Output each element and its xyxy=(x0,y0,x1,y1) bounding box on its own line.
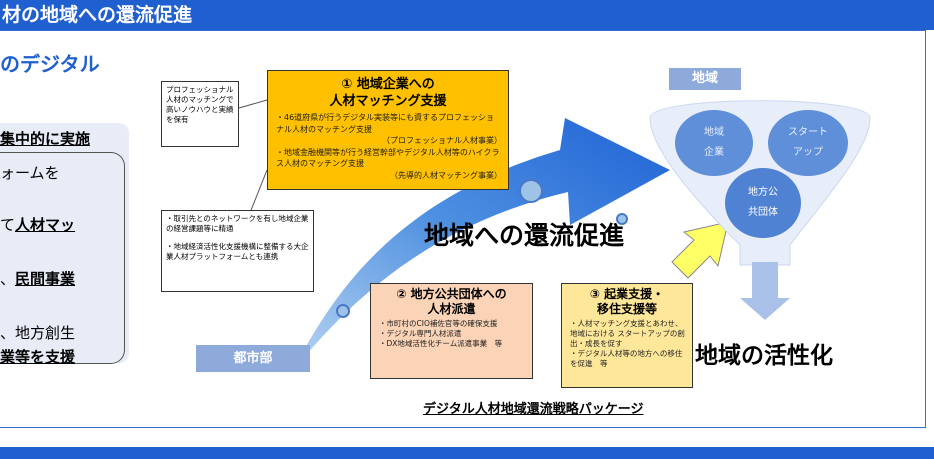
box3-title-line1: ③ 起業支援・ xyxy=(589,287,665,301)
box3-title-line2: 移住支援等 xyxy=(596,302,657,316)
down-arrow xyxy=(740,262,790,320)
note-financial-a: ・取引先とのネットワークを有し地域企業の経営課題等に精通 xyxy=(166,214,309,233)
left-line-4: 、民間事業 xyxy=(0,268,75,289)
arrow-dot-1 xyxy=(336,304,350,318)
box3-item-2: ・デジタル人材等の地方への移住を促進 等 xyxy=(570,349,683,368)
box2-item-3: ・DX地域活性化チーム派遣事業 等 xyxy=(379,339,503,348)
box2-item-1: ・市町村のCIO補佐官等の確保支援 xyxy=(379,319,498,328)
region-label: 地域 xyxy=(669,68,741,90)
note-financial-b: ・地域経済活性化支援機構に整備する大企業人材プラットフォームとも連携 xyxy=(166,242,309,261)
circle-local-companies: 地域 企業 xyxy=(675,110,753,176)
note-professional: プロフェッショナル人材のマッチングで高いノウハウと実績を保有 xyxy=(161,81,239,147)
left-line-6: 業等を支援 xyxy=(0,348,76,366)
box1-item-3: ・地域金融機関等が行う経営幹部やデジタル人材等のハイクラス人材のマッチング支援 xyxy=(276,147,500,169)
circle-local-government: 地方公 共団体 xyxy=(725,168,801,238)
package-caption: デジタル人材地域還流戦略パッケージ xyxy=(423,402,644,417)
flow-caption: 地域への還流促進 xyxy=(424,221,625,250)
note-financial: ・取引先とのネットワークを有し地域企業の経営課題等に精通 ・地域経済活性化支援機… xyxy=(161,210,314,292)
circle-startups: スタート アップ xyxy=(768,110,848,176)
left-line-4-prefix: 、 xyxy=(0,270,16,288)
left-line-3: て人材マッ xyxy=(0,214,75,235)
support-box-startup: ③ 起業支援・ 移住支援等 ・人材マッチング支援とあわせ、地域における スタート… xyxy=(561,283,693,388)
box2-title-line1: ② 地方公共団体への xyxy=(396,287,507,301)
left-line-2: ォームを xyxy=(0,164,60,182)
box3-body: ・人材マッチング支援とあわせ、地域における スタートアップの創出・成長を促す ・… xyxy=(562,317,692,369)
section-title: 材の地域への還流促進 xyxy=(2,4,193,26)
curved-arrow xyxy=(292,118,670,372)
box2-item-2: ・デジタル専門人材派遣 xyxy=(379,329,462,338)
box1-body: ・46道府県が行うデジタル実装等にも資するプロフェッショナル人材のマッチング支援… xyxy=(268,110,508,181)
next-section-bar xyxy=(0,447,934,459)
arrow-dot-2 xyxy=(519,179,543,203)
left-bracket xyxy=(0,152,125,364)
box1-title: ① 地域企業への 人材マッチング支援 xyxy=(268,76,508,110)
support-box-dispatch: ② 地方公共団体への 人材派遣 ・市町村のCIO補佐官等の確保支援 ・デジタル専… xyxy=(370,283,533,379)
urban-label: 都市部 xyxy=(196,345,310,372)
yellow-arrow xyxy=(671,221,729,279)
box1-title-line2: 人材マッチング支援 xyxy=(329,94,447,109)
box1-item-2: （プロフェッショナル人材事業） xyxy=(382,136,502,145)
left-line-1: 集中的に実施 xyxy=(0,130,91,148)
box2-title: ② 地方公共団体への 人材派遣 xyxy=(371,287,532,317)
result-caption: 地域の活性化 xyxy=(695,343,833,369)
box1-title-line1: ① 地域企業への xyxy=(341,77,435,92)
box2-body: ・市町村のCIO補佐官等の確保支援 ・デジタル専門人材派遣 ・DX地域活性化チー… xyxy=(371,317,532,349)
left-summary-box xyxy=(0,123,129,363)
box2-title-line2: 人材派遣 xyxy=(427,302,476,316)
arrow-dot-3 xyxy=(616,213,628,225)
left-line-4-bold: 民間事業 xyxy=(15,270,76,288)
box3-item-1: ・人材マッチング支援とあわせ、地域における スタートアップの創出・成長を促す xyxy=(570,319,685,348)
box1-item-4: （先導的人材マッチング事業） xyxy=(390,170,502,180)
panel-subtitle: のデジタル xyxy=(0,52,100,76)
box1-item-1: ・46道府県が行うデジタル実装等にも資するプロフェッショナル人材のマッチング支援 xyxy=(276,113,495,134)
left-line-3-bold: 人材マッ xyxy=(15,216,76,234)
box3-title: ③ 起業支援・ 移住支援等 xyxy=(562,287,692,317)
left-line-3-prefix: て xyxy=(0,216,16,234)
left-line-5: 、地方創生 xyxy=(0,324,76,342)
support-box-matching: ① 地域企業への 人材マッチング支援 ・46道府県が行うデジタル実装等にも資する… xyxy=(267,70,509,190)
section-header: 材の地域への還流促進 xyxy=(0,0,934,30)
